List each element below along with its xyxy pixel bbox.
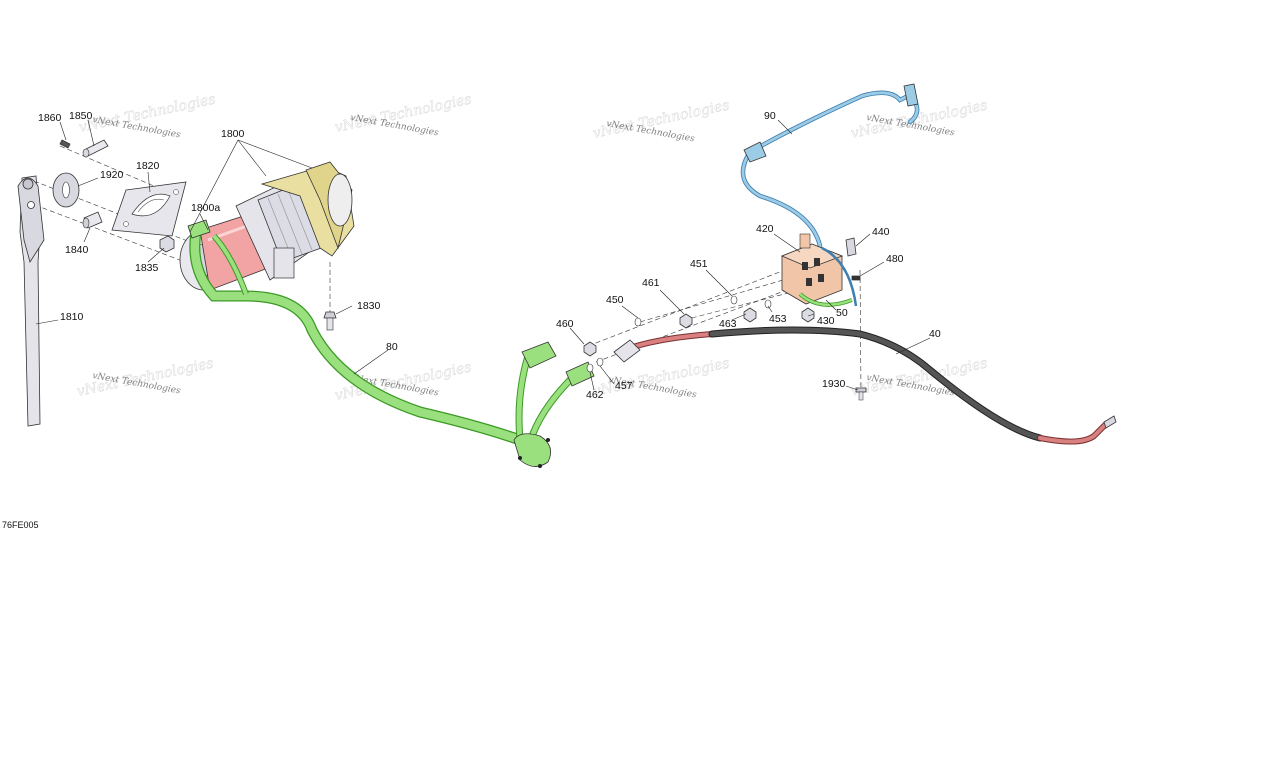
explode-line bbox=[683, 289, 801, 321]
callout-420: 420 bbox=[756, 223, 774, 235]
callout-462: 462 bbox=[586, 389, 604, 401]
green-harness bbox=[187, 219, 595, 468]
contactor bbox=[780, 233, 861, 307]
fairlead-plate bbox=[111, 181, 187, 237]
callout-40: 40 bbox=[929, 328, 941, 340]
callout-1835: 1835 bbox=[135, 262, 159, 274]
blue-wire bbox=[740, 83, 920, 249]
hook-mount-plate bbox=[17, 175, 45, 427]
explode-line bbox=[587, 267, 791, 347]
callout-1850: 1850 bbox=[69, 110, 93, 122]
explode-line bbox=[639, 277, 791, 323]
callout-453: 453 bbox=[769, 313, 787, 325]
callout-1930: 1930 bbox=[822, 378, 846, 390]
callout-460: 460 bbox=[556, 318, 574, 330]
callout-1800a: 1800a bbox=[191, 202, 220, 214]
battery-cable bbox=[613, 326, 1117, 445]
callout-430: 430 bbox=[817, 315, 835, 327]
fasteners bbox=[583, 295, 867, 401]
figure-code: 76FE005 bbox=[2, 520, 39, 530]
callout-461: 461 bbox=[642, 277, 660, 289]
callout-451: 451 bbox=[690, 258, 708, 270]
callout-1820: 1820 bbox=[136, 160, 160, 172]
callout-1840: 1840 bbox=[65, 244, 89, 256]
winch-assembly bbox=[179, 161, 355, 291]
callout-1830: 1830 bbox=[357, 300, 381, 312]
callout-1920: 1920 bbox=[100, 169, 124, 181]
callout-450: 450 bbox=[606, 294, 624, 306]
callout-1800: 1800 bbox=[221, 128, 245, 140]
leader-lines bbox=[35, 119, 931, 391]
callout-480: 480 bbox=[886, 253, 904, 265]
callout-440: 440 bbox=[872, 226, 890, 238]
callout-80: 80 bbox=[386, 341, 398, 353]
callout-1860: 1860 bbox=[38, 112, 62, 124]
callout-90: 90 bbox=[764, 110, 776, 122]
callout-457: 457 bbox=[615, 380, 633, 392]
callout-1810: 1810 bbox=[60, 311, 84, 323]
explode-line bbox=[859, 269, 862, 393]
callout-463: 463 bbox=[719, 318, 737, 330]
callout-labels: 1860 1850 1920 1820 1840 1835 1810 1800 … bbox=[38, 110, 941, 401]
callout-50: 50 bbox=[836, 307, 848, 319]
explode-line bbox=[34, 204, 186, 263]
